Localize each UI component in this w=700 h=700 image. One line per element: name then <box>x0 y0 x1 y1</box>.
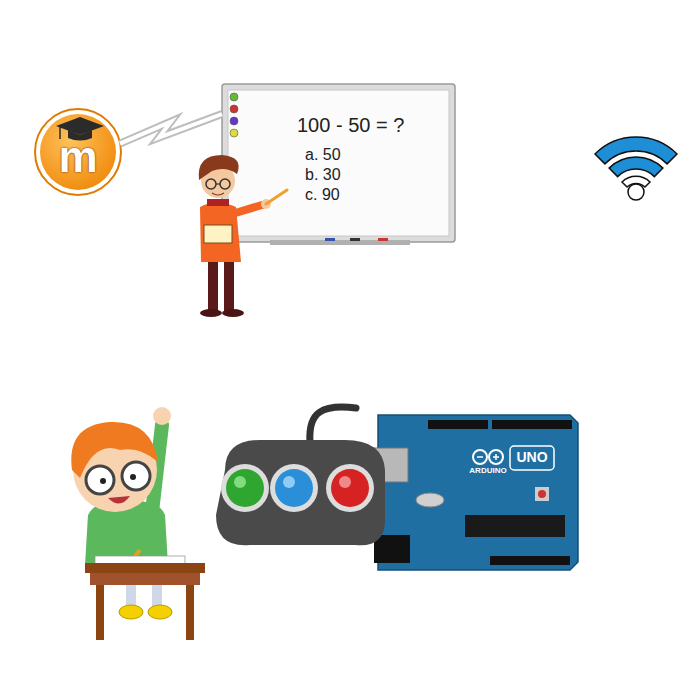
student-figure-part <box>119 605 143 619</box>
arduino-board-part <box>489 450 503 464</box>
whiteboard-part <box>228 90 449 236</box>
teacher-figure-part <box>212 193 224 195</box>
student-figure-part <box>90 573 200 585</box>
teacher-figure-part <box>220 179 230 189</box>
gamepad <box>216 407 385 545</box>
gamepad-part <box>226 469 264 507</box>
teacher-figure-part <box>222 309 244 317</box>
whiteboard-box: 100 - 50 = ? a. 50 b. 30 c. 90 <box>222 84 455 242</box>
arduino-board-part <box>416 493 444 507</box>
student-figure-part <box>95 556 185 564</box>
text-slot: UNO <box>510 446 554 470</box>
whiteboard-part <box>270 240 410 245</box>
board-model: UNO <box>516 450 547 465</box>
moodle-logo-part <box>35 109 121 195</box>
text-slot: b. 30 <box>305 166 341 184</box>
logo-circle: m <box>36 110 120 194</box>
moodle-logo <box>35 109 121 195</box>
teacher-figure-part <box>200 309 222 317</box>
teacher-figure-part <box>266 190 287 204</box>
whiteboard-part <box>325 238 335 241</box>
arduino-board-part <box>490 556 570 565</box>
whiteboard <box>222 84 455 245</box>
brand-label: ARDUINO <box>469 467 506 476</box>
arduino-board-part <box>465 515 565 537</box>
gamepad-part <box>234 476 246 488</box>
gamepad-part <box>221 464 269 512</box>
text-slot: a. 50 <box>305 146 341 164</box>
student-figure-part <box>86 466 114 494</box>
student-figure-part <box>186 585 194 640</box>
teacher-figure-part <box>208 255 218 311</box>
student-figure-part <box>96 585 104 640</box>
answer-option: a. 50 <box>305 146 341 163</box>
arduino-board-part <box>510 446 554 470</box>
teacher-figure <box>199 155 287 317</box>
text-slot: ARDUINO <box>464 465 512 477</box>
wifi-icon <box>595 137 677 200</box>
arduino-board-part <box>477 456 483 458</box>
gamepad-part <box>339 476 351 488</box>
student-figure-part <box>148 605 172 619</box>
teacher-figure-part <box>206 179 216 189</box>
teacher-figure-part <box>207 199 229 206</box>
text-slot: 100 - 50 = ? <box>297 114 404 136</box>
logo-letter: m <box>58 133 97 181</box>
answer-option: b. 30 <box>305 166 341 183</box>
gamepad-part <box>283 476 295 488</box>
teacher-figure-part <box>204 225 232 243</box>
text-slot: c. 90 <box>305 186 340 204</box>
board-box: ARDUINO UNO <box>378 415 578 570</box>
whiteboard-part <box>230 105 238 113</box>
student-figure-part <box>122 462 150 490</box>
connector-core <box>120 114 222 144</box>
gamepad-part <box>326 464 374 512</box>
whiteboard-part <box>230 93 238 101</box>
gamepad-part <box>331 469 369 507</box>
student-figure-part <box>152 585 162 607</box>
gamepad-part <box>310 407 356 442</box>
teacher-figure-part <box>232 205 262 214</box>
arduino-board-part <box>535 487 549 501</box>
teacher-figure-part <box>224 255 234 311</box>
lightning-connector <box>120 114 222 144</box>
student-figure-part <box>108 496 130 504</box>
question-text: 100 - 50 = ? <box>297 114 404 136</box>
teacher-figure-part <box>199 155 239 180</box>
arduino-board-part <box>495 454 497 460</box>
whiteboard-part <box>378 238 388 241</box>
arduino-board-part <box>492 420 572 429</box>
moodle-logo-part <box>40 114 116 190</box>
arduino-board-part <box>428 420 488 429</box>
connector-outline <box>120 114 222 144</box>
answer-option: c. 90 <box>305 186 340 203</box>
arduino-board-part <box>473 450 487 464</box>
student-figure-part <box>130 474 136 480</box>
wifi-icon-part <box>628 184 644 200</box>
arduino-board <box>372 415 578 570</box>
arduino-board-part <box>374 535 410 563</box>
student-figure-part <box>126 585 136 607</box>
whiteboard-part <box>222 84 455 242</box>
student-figure-part <box>85 563 205 573</box>
student-figure-part <box>100 478 106 484</box>
text-slot: m <box>36 120 120 194</box>
gamepad-part <box>270 464 318 512</box>
wifi-icon-part <box>609 157 663 177</box>
teacher-figure-part <box>216 183 220 184</box>
student-figure <box>71 407 205 640</box>
student-figure-part <box>153 407 171 425</box>
whiteboard-part <box>230 129 238 137</box>
arduino-board-part <box>538 490 546 498</box>
gamepad-part <box>216 440 385 545</box>
whiteboard-part <box>230 117 238 125</box>
gamepad-part <box>275 469 313 507</box>
whiteboard-part <box>350 238 360 241</box>
